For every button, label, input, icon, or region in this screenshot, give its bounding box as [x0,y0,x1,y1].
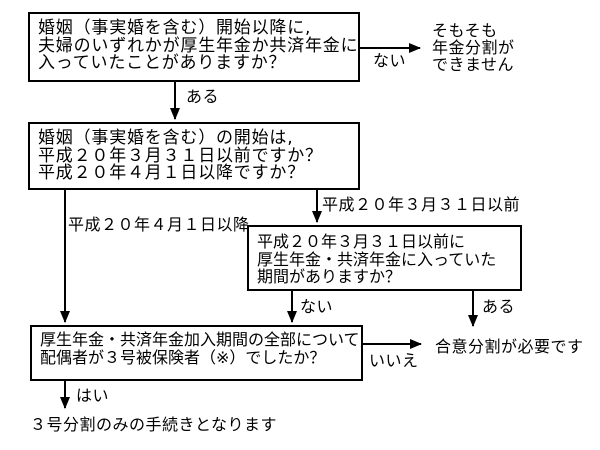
question-box-marriage-pension: 婚姻（事実婚を含む）開始以降に, 夫婦のいずれかが厚生年金か共済年金に 入ってい… [28,12,360,82]
question-text-line: 厚生年金・共済年金加入期間の全部について, [40,330,365,349]
result-no-split: そもそも 年金分割が できません [432,22,515,73]
question-text-line: 婚姻（事実婚を含む）開始以降に, [38,18,312,38]
branch-label-q2-after: 平成２０年４月１日以降 [68,215,250,234]
question-text-line: 平成２０年４月１日以降ですか？ [38,163,305,183]
result-agreement-split: 合意分割が必要です [435,337,584,356]
branch-label-q4-yes: はい [76,386,110,405]
question-box-period-before-h20: 平成２０年３月３１日以前に 厚生年金・共済年金に入っていた 期間がありますか？ [247,225,522,291]
question-text-line: 入っていたことがありますか？ [38,53,287,73]
result-no-split-line: できません [432,55,515,74]
branch-label-q1-no: ない [373,51,407,70]
result-sango-split-only: ３号分割のみの手続きとなります [30,415,278,434]
question-text-line: 夫婦のいずれかが厚生年金か共済年金に [38,35,359,56]
branch-label-q1-yes: ある [186,87,220,106]
question-text-line: 平成２０年３月３１日以前に [257,232,466,251]
question-box-marriage-start-date: 婚姻（事実婚を含む）の開始は, 平成２０年３月３１日以前ですか？ 平成２０年４月… [28,122,360,190]
question-text-line: 配偶者が３号被保険者（※）でしたか？ [40,347,326,367]
branch-label-q4-no: いいえ [369,351,419,370]
branch-label-q3-yes: ある [482,297,516,316]
result-no-split-line: そもそも [432,21,498,40]
question-text-line: 期間がありますか？ [257,267,402,286]
question-text-line: 婚姻（事実婚を含む）の開始は, [38,128,294,148]
branch-label-q2-before: 平成２０年３月３１日以前 [322,195,521,214]
branch-label-q3-no: ない [300,297,334,316]
question-box-spouse-category3: 厚生年金・共済年金加入期間の全部について, 配偶者が３号被保険者（※）でしたか？ [30,325,365,381]
question-text-line: 厚生年金・共済年金に入っていた [257,249,497,269]
question-text-line: 平成２０年３月３１日以前ですか？ [38,145,323,166]
result-no-split-line: 年金分割が [432,38,515,57]
